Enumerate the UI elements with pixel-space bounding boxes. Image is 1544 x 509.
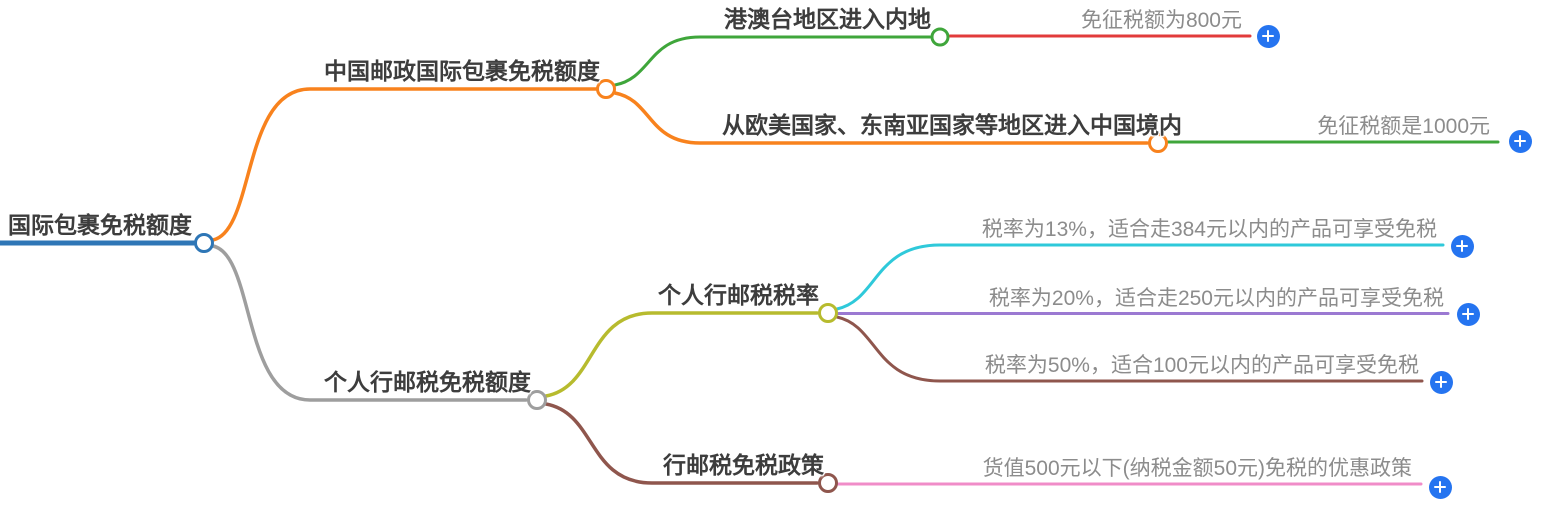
detail-800yuan-label[interactable]: 免征税额为800元 (1080, 8, 1242, 32)
root-node-handle[interactable] (194, 233, 214, 253)
root-topic-label[interactable]: 国际包裹免税额度 (8, 212, 192, 239)
branch2-child1-topic-label[interactable]: 个人行邮税税率 (658, 282, 819, 309)
taxrate-detail3-line (835, 315, 1424, 383)
detail-1000yuan-label[interactable]: 免征税额是1000元 (1317, 114, 1490, 138)
branch1-child2-topic-label[interactable]: 从欧美国家、东南亚国家等地区进入中国境内 (722, 112, 1182, 139)
branch1-child1-topic-label[interactable]: 港澳台地区进入内地 (724, 6, 931, 33)
branch1-node-handle[interactable] (596, 79, 616, 99)
taxrate-detail1-line (835, 243, 1445, 311)
detail-500yuan-policy-label[interactable]: 货值500元以下(纳税金额50元)免税的优惠政策 (982, 456, 1412, 480)
branch1-child2-connector (613, 91, 1149, 145)
branch2-child1-node-handle[interactable] (818, 303, 838, 323)
branch2-child2-node-handle[interactable] (818, 473, 838, 493)
detail-taxrate13-label[interactable]: 税率为13%，适合走384元以内的产品可享受免税 (981, 217, 1437, 241)
branch2-topic-label[interactable]: 个人行邮税免税额度 (324, 369, 531, 396)
branch2-child2-topic-label[interactable]: 行邮税免税政策 (663, 452, 824, 479)
branch1-child1-node-handle[interactable] (930, 27, 950, 47)
branch2-node-handle[interactable] (527, 390, 547, 410)
branch2-connector (211, 244, 528, 402)
expand-plus-icon[interactable] (1429, 370, 1453, 394)
expand-plus-icon[interactable] (1508, 129, 1532, 153)
expand-plus-icon[interactable] (1428, 475, 1452, 499)
expand-plus-icon[interactable] (1456, 302, 1480, 326)
branch2-child2-connector (544, 402, 819, 485)
expand-plus-icon[interactable] (1256, 24, 1280, 48)
branch2-child1-connector (544, 311, 819, 398)
branch1-topic-label[interactable]: 中国邮政国际包裹免税额度 (324, 58, 600, 85)
branch1-child1-connector (613, 35, 932, 87)
detail-taxrate20-label[interactable]: 税率为20%，适合走250元以内的产品可享受免税 (988, 286, 1444, 310)
expand-plus-icon[interactable] (1450, 234, 1474, 258)
detail-taxrate50-label[interactable]: 税率为50%，适合100元以内的产品可享受免税 (984, 353, 1419, 377)
branch1-connector (211, 87, 599, 242)
branch1-child2-node-handle[interactable] (1148, 133, 1168, 153)
